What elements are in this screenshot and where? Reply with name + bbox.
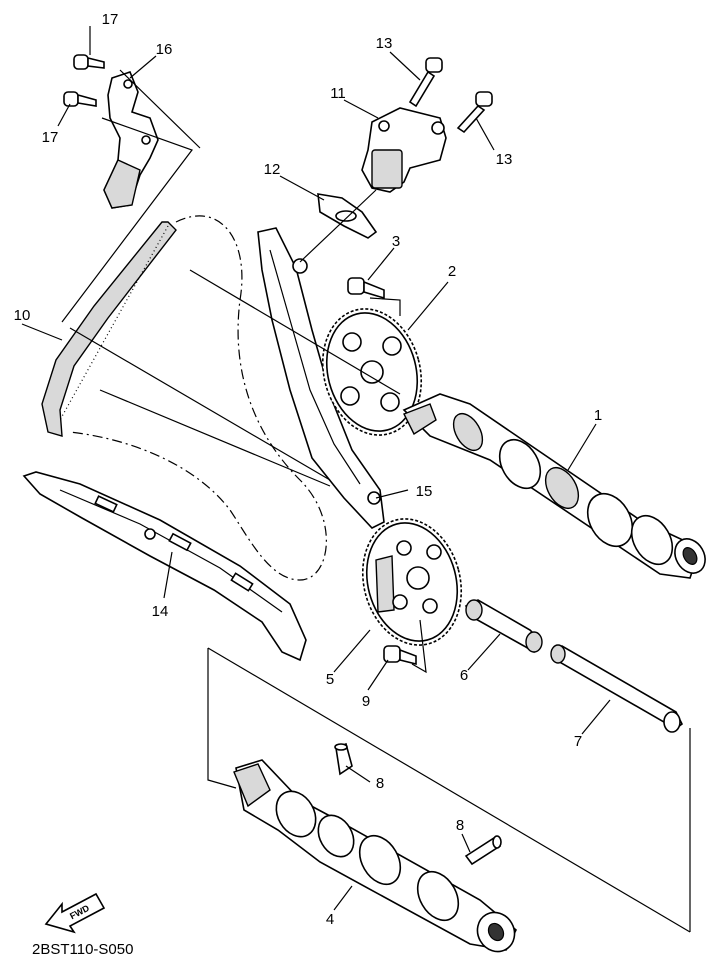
callout-1: 1: [594, 407, 602, 424]
guide-bracket-16: [103, 71, 159, 209]
callout-2: 2: [448, 263, 456, 280]
fwd-arrow-icon: FWD: [44, 892, 106, 934]
callout-5: 5: [326, 671, 334, 688]
callout-15: 15: [416, 483, 433, 500]
shaft-7: [550, 644, 684, 733]
callout-17-bottom: 17: [42, 129, 59, 146]
camshaft-4: [233, 759, 517, 953]
tensioner-11: [361, 107, 447, 193]
bolt-17-lower: [63, 91, 97, 107]
callout-14: 14: [152, 603, 169, 620]
callout-12: 12: [264, 161, 281, 178]
sprocket-2: [321, 308, 423, 436]
reference-lines: [61, 69, 691, 933]
callout-11: 11: [330, 85, 346, 102]
callout-10: 10: [14, 307, 31, 324]
callout-4: 4: [326, 911, 334, 928]
callout-3: 3: [392, 233, 400, 250]
callout-13-right: 13: [496, 151, 513, 168]
callout-6: 6: [460, 667, 468, 684]
callout-7: 7: [574, 733, 582, 750]
sprocket-5: [361, 518, 463, 646]
chain-guide-15: [257, 227, 385, 529]
callout-9: 9: [362, 693, 370, 710]
callout-17-top: 17: [102, 11, 119, 28]
callout-13-top: 13: [376, 35, 393, 52]
leader-lines: [21, 26, 611, 911]
diagram-code: 2BST110-S050: [32, 941, 133, 958]
pin-8-a: [334, 742, 353, 776]
chain-guide-14: [22, 471, 307, 662]
pin-8-b: [464, 835, 502, 866]
bolt-13-a: [408, 57, 443, 108]
callout-16: 16: [156, 41, 173, 58]
bolt-9: [383, 645, 417, 666]
callout-8-upper: 8: [376, 775, 384, 792]
bolt-13-b: [456, 91, 493, 134]
bolt-17-upper: [73, 54, 105, 70]
camshaft-1: [402, 393, 706, 579]
shaft-6: [464, 599, 543, 654]
bolt-3: [347, 277, 385, 300]
timing-chain-10: [41, 215, 327, 581]
gasket-12: [317, 193, 378, 239]
callout-8-lower: 8: [456, 817, 464, 834]
